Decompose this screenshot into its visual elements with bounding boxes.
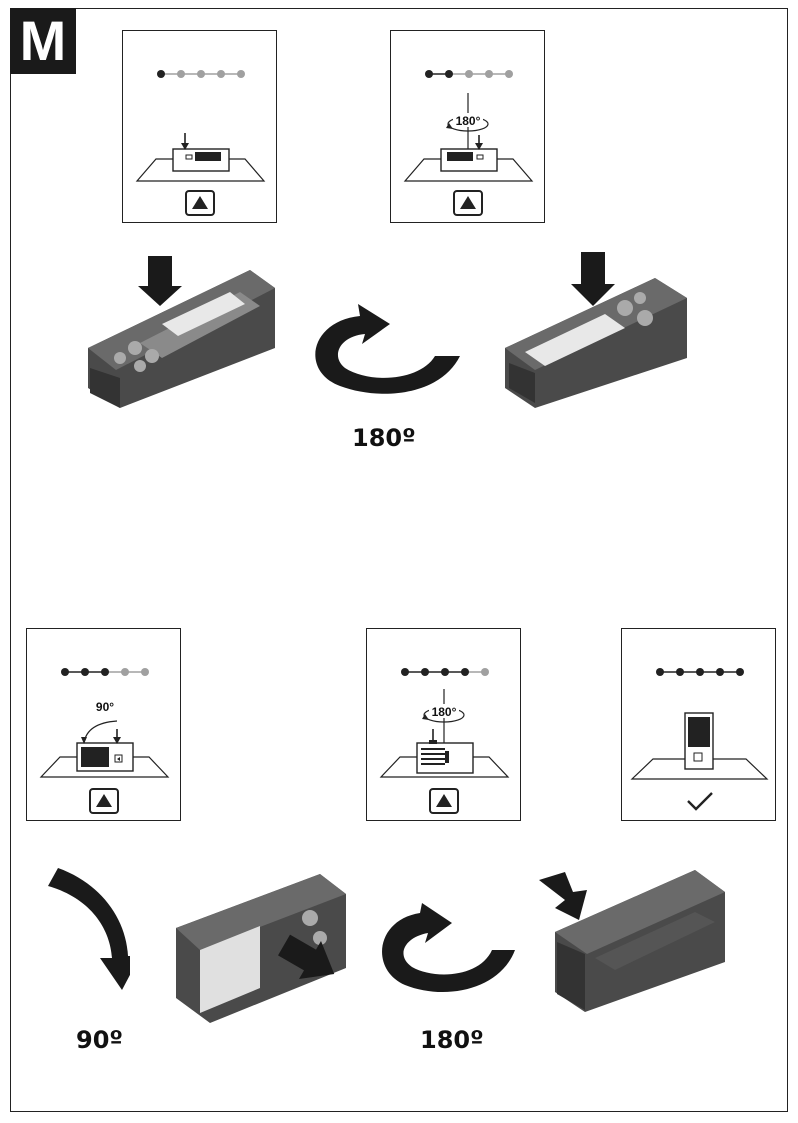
rotation-label: 180° [432, 705, 457, 719]
step-2-illustration: 180° [403, 70, 534, 216]
step-panel-1 [122, 30, 277, 223]
rotate-180-arrow-icon-bottom [382, 903, 515, 993]
distance-meter-device-top-right [505, 252, 687, 408]
progress-dot [676, 668, 684, 676]
press-button-icon [460, 196, 476, 209]
progress-dot [217, 70, 225, 78]
step-4-illustration: 180° [379, 668, 510, 814]
step-panel-3: 90° [26, 628, 181, 821]
distance-meter-device-top-left [88, 256, 275, 408]
press-arrow-icon [571, 252, 615, 306]
press-arrow-icon [278, 934, 335, 980]
rotation-angle-label-bottom-left: 90º [76, 1026, 123, 1054]
progress-dot [481, 668, 489, 676]
progress-dot [716, 668, 724, 676]
progress-dot [461, 668, 469, 676]
progress-dot [656, 668, 664, 676]
press-arrow-icon [539, 872, 587, 920]
press-button-icon [192, 196, 208, 209]
distance-meter-device-bottom-right [539, 870, 725, 1012]
rotation-angle-label-bottom-right: 180º [420, 1026, 484, 1054]
rotation-label: 180° [456, 114, 481, 128]
device-screen [525, 314, 625, 366]
progress-dot [197, 70, 205, 78]
step-5-illustration [630, 668, 769, 811]
progress-dot [101, 668, 109, 676]
progress-dot [81, 668, 89, 676]
rotation-label: 90° [96, 700, 114, 714]
step-panel-2: 180° [390, 30, 545, 223]
distance-meter-device-bottom-left [176, 874, 346, 1023]
progress-dot [505, 70, 513, 78]
page-frame [10, 8, 788, 1112]
progress-dot [177, 70, 185, 78]
progress-dot [157, 70, 165, 78]
progress-dot [401, 668, 409, 676]
rotation-angle-label-top: 180º [352, 424, 416, 452]
check-mark-icon [687, 792, 713, 811]
press-button-icon [96, 794, 112, 807]
device-screen [200, 926, 260, 1013]
progress-dot [237, 70, 245, 78]
progress-dot [141, 668, 149, 676]
progress-dot [736, 668, 744, 676]
progress-dot [445, 70, 453, 78]
progress-dot [485, 70, 493, 78]
progress-dot [425, 70, 433, 78]
step-3-illustration: 90° [39, 668, 170, 814]
step-panel-5 [621, 628, 776, 821]
press-button-icon [436, 794, 452, 807]
step-panel-4: 180° [366, 628, 521, 821]
progress-dot [465, 70, 473, 78]
device-screen [162, 292, 245, 336]
progress-dot [441, 668, 449, 676]
progress-dot [61, 668, 69, 676]
progress-dot [121, 668, 129, 676]
progress-dot [421, 668, 429, 676]
rotate-180-arrow-icon [315, 304, 460, 394]
rotate-90-arrow-icon [48, 868, 130, 990]
press-arrow-icon [138, 256, 182, 306]
step-1-illustration [135, 70, 266, 216]
progress-dot [696, 668, 704, 676]
progress-indicator [157, 70, 245, 78]
section-badge: M [10, 8, 76, 74]
